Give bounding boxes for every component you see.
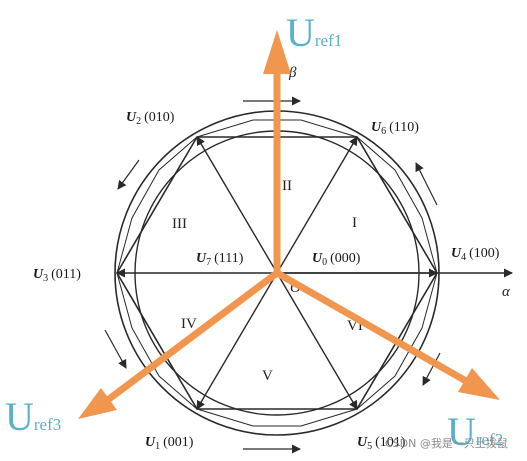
basic-vectors xyxy=(116,136,438,410)
vector-label-u7: U7(111) xyxy=(196,251,244,268)
svg-text:U3(011): U3(011) xyxy=(33,267,81,284)
sector-label-2: II xyxy=(282,178,292,194)
ref2-arrowhead xyxy=(458,368,500,400)
alpha-axis-label: α xyxy=(502,284,511,300)
vector-label-u4: U4(100) xyxy=(451,246,500,263)
rotation-arrow-lower-right xyxy=(422,352,441,386)
svg-text:U2(010): U2(010) xyxy=(126,110,175,127)
ref3-shaft xyxy=(105,269,281,403)
vector-u2 xyxy=(196,136,278,274)
origin-label: O xyxy=(290,280,301,296)
vector-u1 xyxy=(196,272,278,410)
vector-label-u0: U0(000) xyxy=(312,251,361,268)
ref3-arrowhead xyxy=(78,388,117,419)
rotation-arrows xyxy=(104,96,441,454)
svg-text:U5(101): U5(101) xyxy=(357,435,406,452)
ref1-label: Uref1 xyxy=(286,10,342,55)
svg-text:U1(001): U1(001) xyxy=(145,435,194,452)
reference-vectors xyxy=(78,30,500,419)
vector-u6 xyxy=(276,136,358,274)
sector-label-4: IV xyxy=(181,316,197,332)
sector-label-5: V xyxy=(262,368,273,384)
vector-label-u3: U3(011) xyxy=(33,267,81,284)
vector-label-u2: U2(010) xyxy=(126,110,175,127)
rotation-arrow-upper-right xyxy=(415,162,438,206)
ref3-label: Uref3 xyxy=(5,394,61,439)
ref2-label: Uref2 xyxy=(447,409,503,454)
vector-label-u6: U6(110) xyxy=(371,120,419,137)
svg-text:U7(111): U7(111) xyxy=(196,251,244,268)
rotation-arrow-upper-left xyxy=(117,159,140,190)
sector-label-3: III xyxy=(172,216,187,232)
svg-text:U6(110): U6(110) xyxy=(371,120,419,137)
ref2-shaft xyxy=(273,269,470,385)
vector-label-u1: U1(001) xyxy=(145,435,194,452)
ref1-arrowhead xyxy=(263,30,291,74)
rotation-arrow-lower-left xyxy=(104,329,127,369)
vector-u5 xyxy=(276,272,358,410)
svg-text:U4(100): U4(100) xyxy=(451,246,500,263)
beta-axis-label: β xyxy=(288,65,297,81)
watermark: CSDN @我是一只土拨鼠 xyxy=(385,436,508,450)
sector-label-1: I xyxy=(352,215,357,231)
svg-text:U0(000): U0(000) xyxy=(312,251,361,268)
vector-label-u5: U5(101) xyxy=(357,435,406,452)
